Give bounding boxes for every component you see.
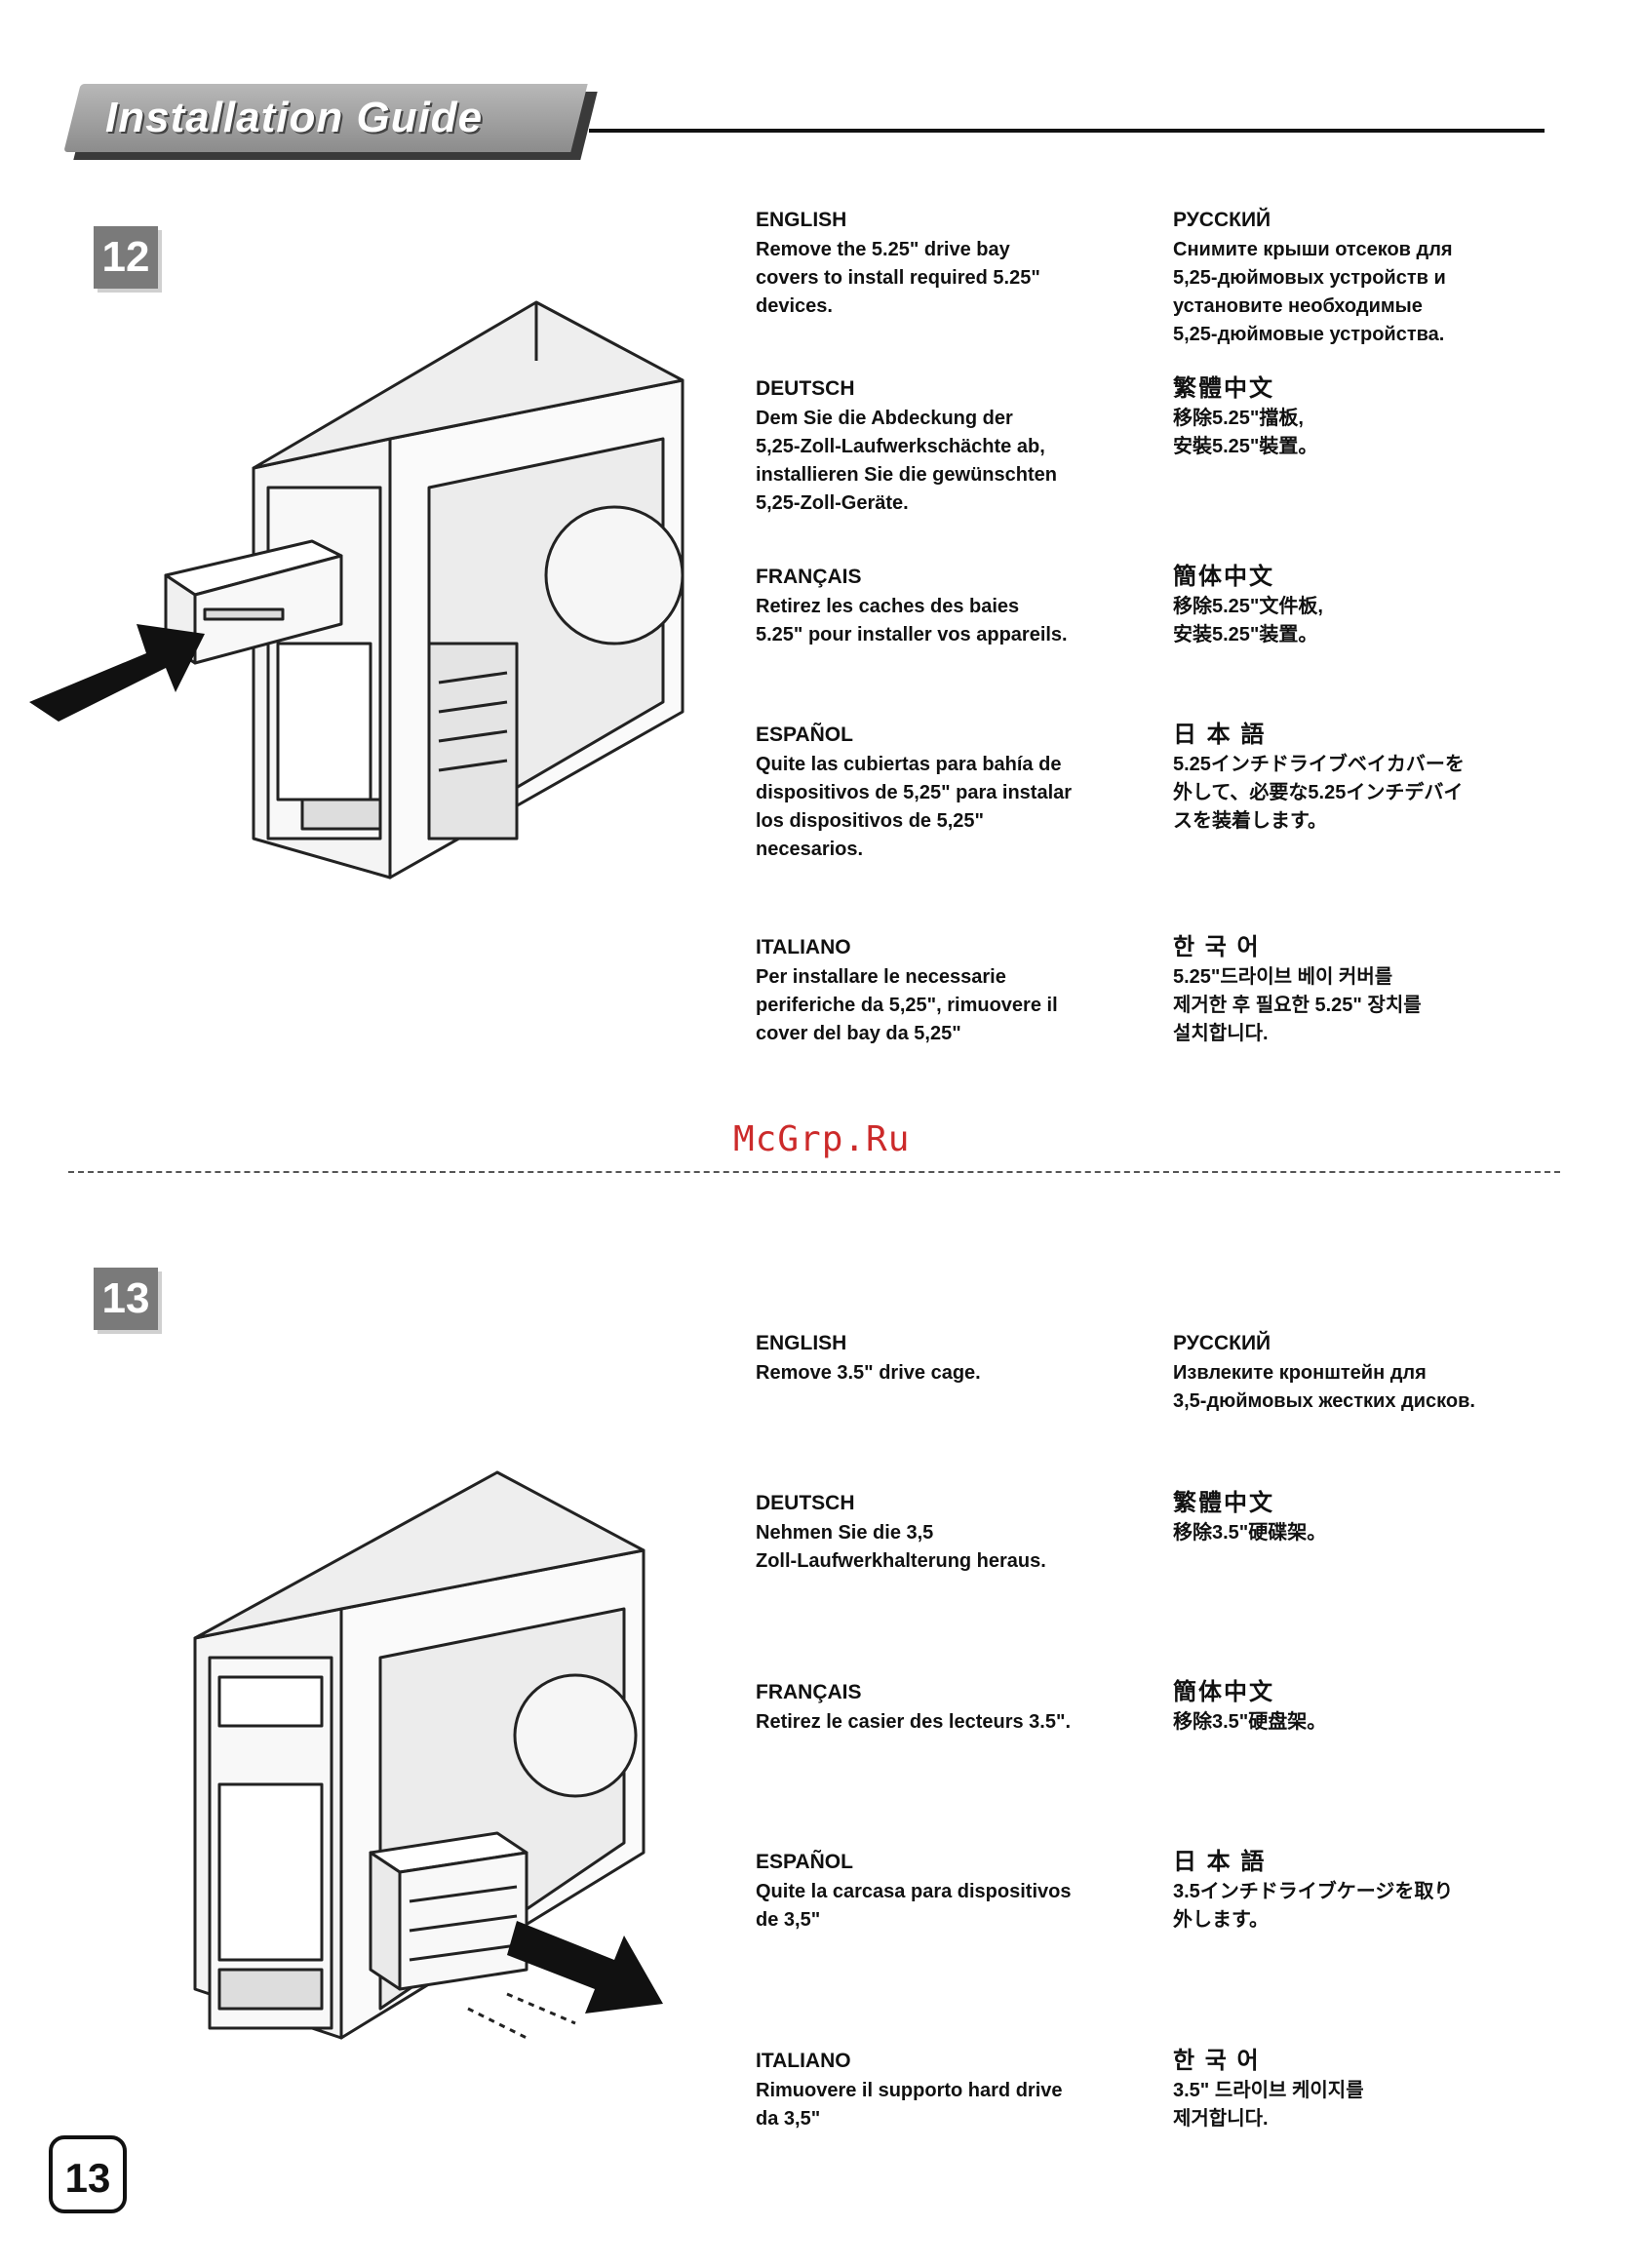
watermark: McGrp.Ru — [733, 1119, 911, 1159]
step-13-simplified-chinese: 簡体中文 移除3.5"硬盘架。 — [1173, 1679, 1563, 1737]
page-title: Installation Guide — [105, 94, 484, 141]
step-13-korean: 한 국 어 3.5" 드라이브 케이지를 제거합니다. — [1173, 2048, 1563, 2133]
step-13-spanish: ESPAÑOL Quite la carcasa para dispositiv… — [756, 1849, 1146, 1935]
lang-body: Retirez les caches des baies 5.25" pour … — [756, 596, 1068, 645]
lang-body: 移除3.5"硬碟架。 — [1173, 1522, 1327, 1544]
step-12-italian: ITALIANO Per installare le necessarie pe… — [756, 934, 1146, 1048]
lang-title: 日 本 語 — [1173, 722, 1267, 748]
lang-title: ESPAÑOL — [756, 1851, 853, 1873]
step-12-german: DEUTSCH Dem Sie die Abdeckung der 5,25-Z… — [756, 375, 1146, 518]
lang-title: ENGLISH — [756, 209, 847, 231]
lang-body: Quite la carcasa para dispositivos de 3,… — [756, 1881, 1072, 1931]
lang-title: DEUTSCH — [756, 1492, 855, 1514]
lang-body: 3.5" 드라이브 케이지를 제거합니다. — [1173, 2080, 1364, 2130]
lang-title: FRANÇAIS — [756, 566, 862, 588]
lang-body: 3.5インチドライブケージを取り 外します。 — [1173, 1881, 1454, 1931]
lang-title: FRANÇAIS — [756, 1681, 862, 1703]
lang-body: Rimuovere il supporto hard drive da 3,5" — [756, 2080, 1063, 2130]
lang-title: ITALIANO — [756, 936, 851, 958]
lang-title: ESPAÑOL — [756, 723, 853, 746]
step-13-illustration — [193, 1470, 663, 2040]
step-13-german: DEUTSCH Nehmen Sie die 3,5 Zoll-Laufwerk… — [756, 1490, 1146, 1576]
lang-title: 한 국 어 — [1173, 934, 1261, 960]
step-12-traditional-chinese: 繁體中文 移除5.25"擋板, 安裝5.25"裝置。 — [1173, 375, 1563, 461]
lang-body: 移除5.25"文件板, 安装5.25"装置。 — [1173, 596, 1323, 645]
lang-body: 移除5.25"擋板, 安裝5.25"裝置。 — [1173, 408, 1318, 457]
step-12-japanese: 日 本 語 5.25インチドライブベイカバーを 外して、必要な5.25インチデバ… — [1173, 722, 1563, 836]
lang-body: Remove 3.5" drive cage. — [756, 1362, 981, 1384]
lang-body: Remove the 5.25" drive bay covers to ins… — [756, 239, 1040, 317]
step-12-simplified-chinese: 簡体中文 移除5.25"文件板, 安装5.25"装置。 — [1173, 564, 1563, 649]
section-divider — [68, 1171, 1560, 1173]
lang-title: ENGLISH — [756, 1332, 847, 1354]
lang-title: ITALIANO — [756, 2050, 851, 2072]
step-13-english: ENGLISH Remove 3.5" drive cage. — [756, 1330, 1146, 1388]
step-13-italian: ITALIANO Rimuovere il supporto hard driv… — [756, 2048, 1146, 2133]
step-13-french: FRANÇAIS Retirez le casier des lecteurs … — [756, 1679, 1146, 1737]
lang-body: Retirez le casier des lecteurs 3.5". — [756, 1711, 1071, 1733]
lang-body: Извлеките кронштейн для 3,5-дюймовых жес… — [1173, 1362, 1475, 1412]
step-13-traditional-chinese: 繁體中文 移除3.5"硬碟架。 — [1173, 1490, 1563, 1547]
lang-title: 簡体中文 — [1173, 1679, 1274, 1705]
page-number: 13 — [49, 2135, 127, 2213]
step-13-russian: РУССКИЙ Извлеките кронштейн для 3,5-дюйм… — [1173, 1330, 1563, 1416]
lang-title: 簡体中文 — [1173, 564, 1274, 590]
lang-body: 5.25"드라이브 베이 커버를 제거한 후 필요한 5.25" 장치를 설치합… — [1173, 966, 1422, 1044]
lang-body: Dem Sie die Abdeckung der 5,25-Zoll-Lauf… — [756, 408, 1057, 514]
step-12-french: FRANÇAIS Retirez les caches des baies 5.… — [756, 564, 1146, 649]
step-12-illustration — [29, 300, 685, 880]
lang-body: 移除3.5"硬盘架。 — [1173, 1711, 1327, 1733]
header-rule — [589, 129, 1545, 133]
lang-body: Снимите крыши отсеков для 5,25-дюймовых … — [1173, 239, 1453, 345]
header-banner: Installation Guide — [63, 84, 598, 160]
step-12-english: ENGLISH Remove the 5.25" drive bay cover… — [756, 207, 1146, 321]
step-13-badge: 13 — [94, 1268, 158, 1330]
step-12-badge: 12 — [94, 226, 158, 289]
lang-title: 繁體中文 — [1173, 375, 1274, 402]
lang-title: 한 국 어 — [1173, 2048, 1261, 2074]
lang-title: DEUTSCH — [756, 377, 855, 400]
lang-body: Quite las cubiertas para bahía de dispos… — [756, 754, 1073, 860]
lang-body: 5.25インチドライブベイカバーを 外して、必要な5.25インチデバイ スを装着… — [1173, 754, 1465, 832]
lang-title: 繁體中文 — [1173, 1490, 1274, 1516]
lang-body: Per installare le necessarie periferiche… — [756, 966, 1058, 1044]
step-12-korean: 한 국 어 5.25"드라이브 베이 커버를 제거한 후 필요한 5.25" 장… — [1173, 934, 1563, 1048]
lang-body: Nehmen Sie die 3,5 Zoll-Laufwerkhalterun… — [756, 1522, 1046, 1572]
step-12-spanish: ESPAÑOL Quite las cubiertas para bahía d… — [756, 722, 1146, 864]
step-13-japanese: 日 本 語 3.5インチドライブケージを取り 外します。 — [1173, 1849, 1563, 1935]
lang-title: РУССКИЙ — [1173, 1332, 1271, 1354]
lang-title: 日 本 語 — [1173, 1849, 1267, 1875]
lang-title: РУССКИЙ — [1173, 209, 1271, 231]
step-12-russian: РУССКИЙ Снимите крыши отсеков для 5,25-д… — [1173, 207, 1563, 349]
